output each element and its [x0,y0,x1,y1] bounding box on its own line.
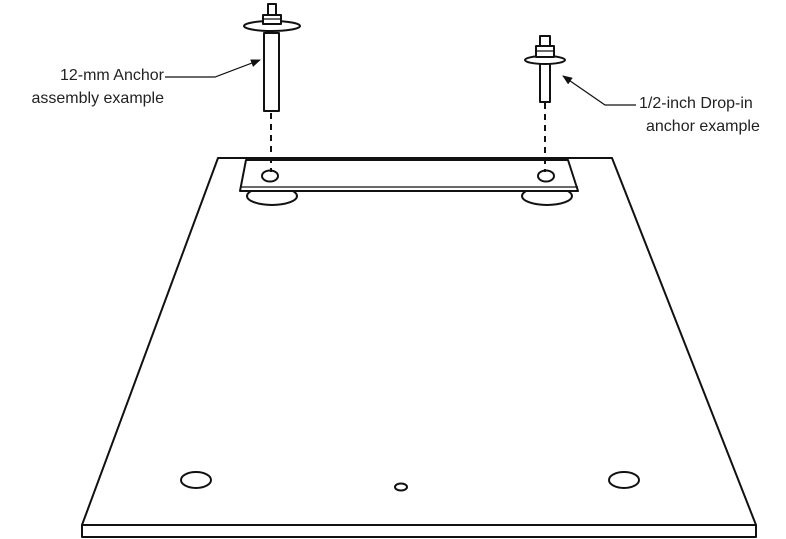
anchor-12mm-stud [268,4,276,15]
label-dropin-anchor-line1: 1/2-inch Drop-in [639,95,753,112]
label-12mm-anchor-line2: assembly example [32,90,165,107]
label-12mm-anchor-line1: 12-mm Anchor [60,67,165,84]
floor-hole-center [395,484,407,491]
floor-hole-left [181,472,211,488]
anchor-12mm-sleeve [264,33,279,111]
dropin-anchor-body [540,62,550,102]
base-plate [82,158,756,537]
label-dropin-anchor-line2: anchor example [646,118,760,135]
leader-arrow-12mm [165,60,260,77]
anchor-12mm-icon [244,4,300,111]
floor-hole-right [609,472,639,488]
plate-front-edge [82,525,756,537]
dropin-anchor-bolt-head [540,36,550,46]
dropin-anchor-icon [525,36,565,102]
bracket-hole-right [538,171,554,182]
bracket-hole-left [262,171,278,182]
leader-arrow-dropin [563,76,636,105]
plate-top-surface [82,158,756,525]
bracket-strip [240,160,578,191]
